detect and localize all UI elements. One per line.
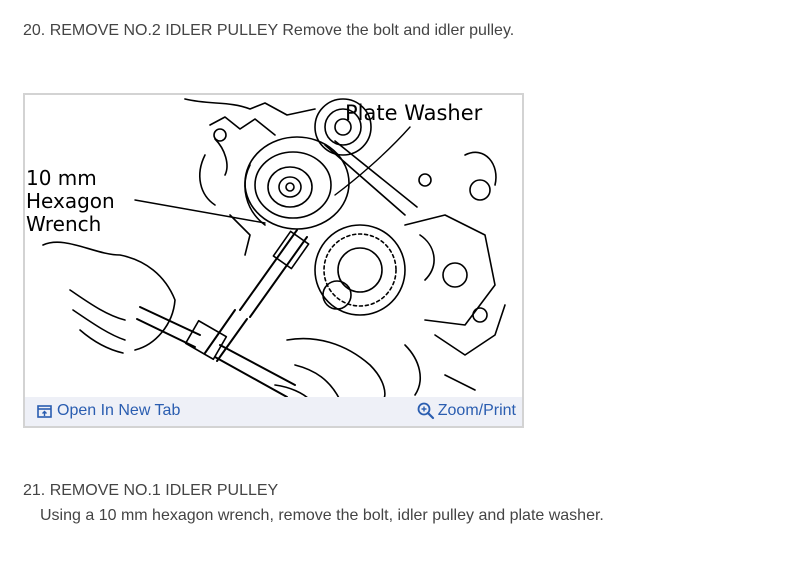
wrench-label-line3: Wrench xyxy=(26,212,101,236)
step-21-title: 21. REMOVE NO.1 IDLER PULLEY xyxy=(23,482,279,499)
zoom-plus-icon xyxy=(417,402,434,420)
figure-container: Plate Washer 10 mm Hexagon Wrench Open I… xyxy=(23,93,524,428)
open-new-tab-icon xyxy=(37,404,52,418)
open-in-new-tab-label: Open In New Tab xyxy=(57,402,181,419)
step-20-instruction: 20. REMOVE NO.2 IDLER PULLEY Remove the … xyxy=(23,22,515,39)
figure-toolbar: Open In New Tab Zoom/Print xyxy=(25,397,522,426)
wrench-label-line2: Hexagon xyxy=(26,189,115,213)
wrench-label-line1: 10 mm xyxy=(26,166,97,190)
idler-pulley-illustration[interactable]: Plate Washer 10 mm Hexagon Wrench xyxy=(25,95,522,400)
zoom-print-label: Zoom/Print xyxy=(437,402,516,419)
step-21-description: Using a 10 mm hexagon wrench, remove the… xyxy=(40,507,604,524)
plate-washer-label: Plate Washer xyxy=(345,101,483,125)
zoom-print-link[interactable]: Zoom/Print xyxy=(417,401,516,421)
open-in-new-tab-link[interactable]: Open In New Tab xyxy=(37,401,180,421)
